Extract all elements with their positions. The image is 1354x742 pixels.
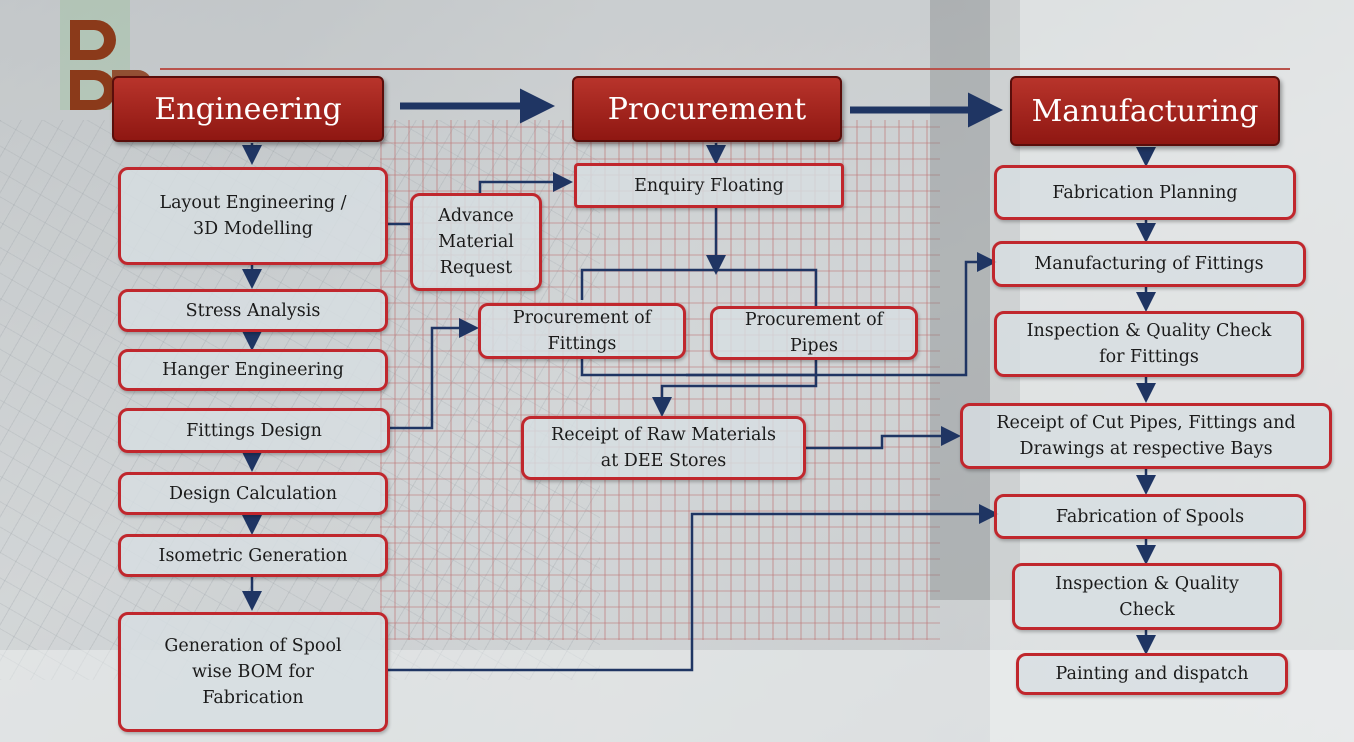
node-layout-engineering: Layout Engineering / 3D Modelling	[118, 167, 388, 265]
node-hanger-engineering: Hanger Engineering	[118, 349, 388, 391]
node-text: wise BOM for	[192, 662, 314, 682]
node-text: Pipes	[790, 336, 838, 356]
node-painting-dispatch: Painting and dispatch	[1016, 653, 1288, 695]
header-manufacturing: Manufacturing	[1010, 76, 1280, 146]
node-text: Manufacturing of Fittings	[1034, 254, 1264, 274]
node-isometric-generation: Isometric Generation	[118, 534, 388, 577]
node-text: Painting and dispatch	[1055, 664, 1249, 684]
node-text: Enquiry Floating	[634, 175, 784, 196]
node-text: Inspection & Quality Check	[1026, 321, 1272, 341]
node-text: Design Calculation	[169, 483, 337, 504]
node-text: Layout Engineering /	[159, 193, 347, 213]
header-procurement: Procurement	[572, 76, 842, 142]
node-text: Fittings	[547, 334, 617, 354]
node-text: Generation of Spool	[164, 636, 342, 656]
node-text: Fabrication Planning	[1052, 182, 1238, 203]
node-receipt-raw-materials: Receipt of Raw Materials at DEE Stores	[521, 416, 806, 480]
node-text: Inspection & Quality	[1055, 573, 1239, 594]
node-text: Advance	[438, 206, 514, 226]
node-text: 3D Modelling	[192, 219, 313, 239]
node-text: Material	[438, 232, 514, 252]
node-manufacturing-fittings: Manufacturing of Fittings	[992, 241, 1306, 287]
header-engineering: Engineering	[112, 76, 384, 142]
node-text: Isometric Generation	[158, 545, 348, 566]
node-procurement-pipes: Procurement of Pipes	[710, 306, 918, 360]
node-enquiry-floating: Enquiry Floating	[574, 163, 844, 208]
node-text: Fittings Design	[186, 420, 322, 441]
node-fabrication-spools: Fabrication of Spools	[994, 494, 1306, 539]
node-text: for Fittings	[1099, 347, 1199, 367]
node-procurement-fittings: Procurement of Fittings	[478, 303, 686, 359]
node-text: Check	[1119, 599, 1175, 620]
node-text: Fabrication of Spools	[1055, 506, 1245, 527]
title-rule	[160, 68, 1290, 70]
node-design-calculation: Design Calculation	[118, 472, 388, 515]
node-text: Request	[439, 258, 513, 278]
node-fabrication-planning: Fabrication Planning	[994, 165, 1296, 220]
node-text: at DEE Stores	[600, 451, 727, 471]
node-text: Receipt of Raw Materials	[551, 425, 776, 445]
node-text: Drawings at respective Bays	[1019, 439, 1273, 459]
node-text: Procurement of	[512, 308, 652, 328]
node-text: Receipt of Cut Pipes, Fittings and	[996, 413, 1296, 433]
node-text: Stress Analysis	[185, 300, 321, 321]
node-text: Hanger Engineering	[162, 360, 344, 380]
node-text: Procurement of	[744, 310, 884, 330]
node-inspection-fittings: Inspection & Quality Check for Fittings	[994, 311, 1304, 377]
node-fittings-design: Fittings Design	[118, 408, 390, 453]
node-text: Fabrication	[202, 688, 304, 708]
node-stress-analysis: Stress Analysis	[118, 289, 388, 332]
